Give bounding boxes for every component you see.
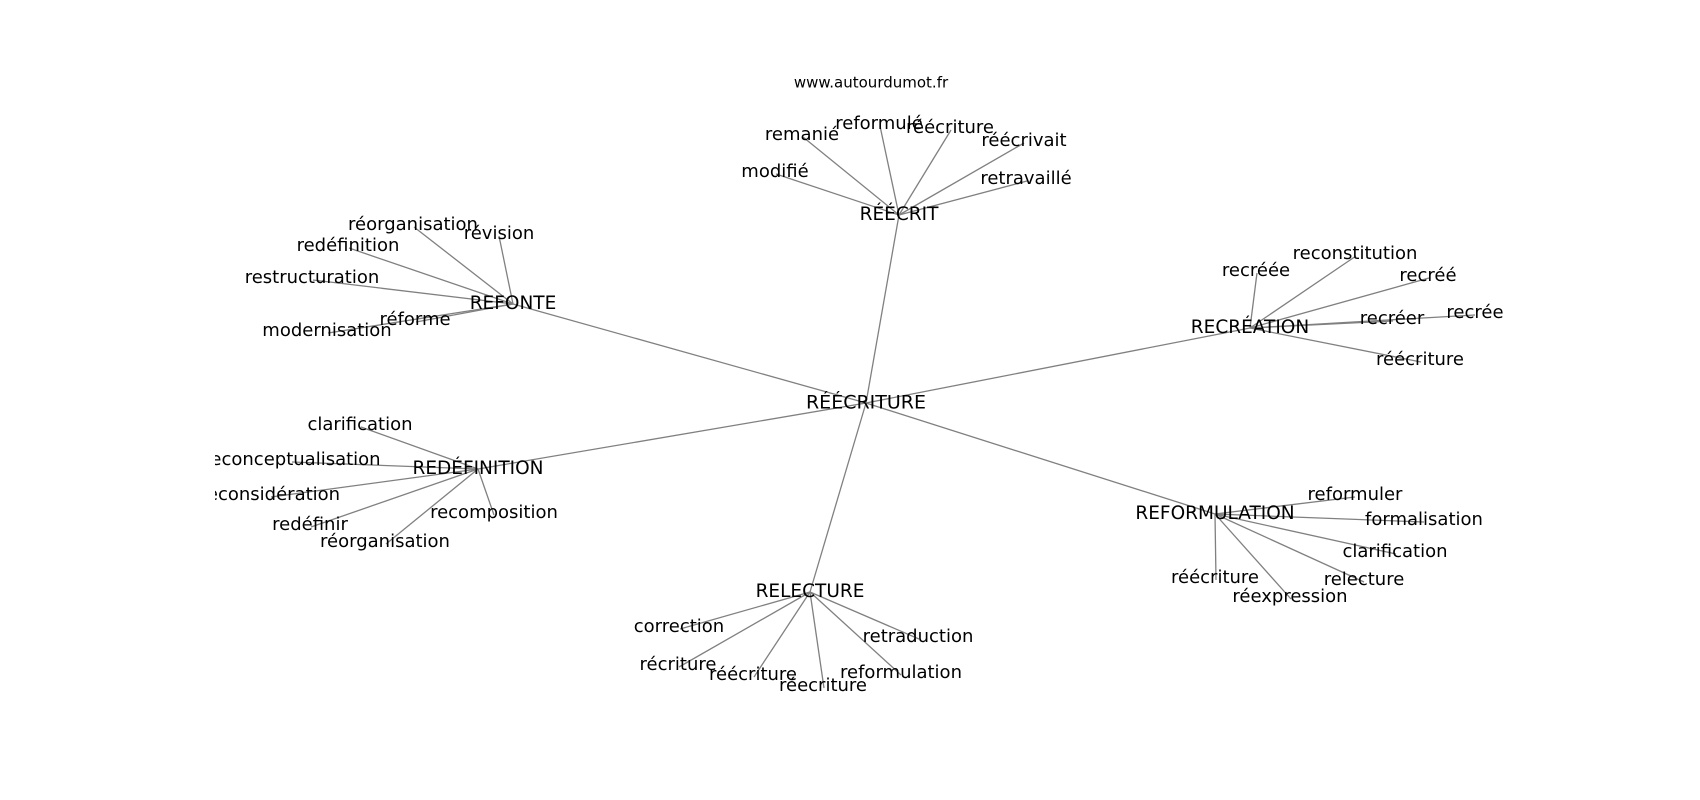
edge-center-hub <box>512 303 867 404</box>
edge-center-hub <box>865 402 1216 515</box>
leaf-node-label[interactable]: reconstitution <box>1293 243 1418 264</box>
edge-hub-leaf <box>879 125 900 216</box>
leaf-node-label[interactable]: modernisation <box>262 320 391 341</box>
edge-hub-leaf <box>898 129 952 216</box>
leaf-node-label[interactable]: redéfinition <box>297 235 400 256</box>
edge-hub-leaf <box>898 180 1028 216</box>
leaf-node-label[interactable]: formalisation <box>1365 509 1483 530</box>
edge-hub-leaf <box>327 303 514 334</box>
leaf-node-label[interactable]: réécriture <box>906 117 994 138</box>
edge-hub-leaf <box>1249 314 1476 329</box>
hub-node-label[interactable]: REFONTE <box>470 293 557 314</box>
leaf-node-label[interactable]: correction <box>634 616 724 637</box>
center-node-label[interactable]: RÉÉCRITURE <box>806 391 926 414</box>
edge-hub-leaf <box>679 591 811 630</box>
edge-hub-leaf <box>385 468 479 545</box>
edge-hub-leaf <box>809 591 825 689</box>
leaf-node-label[interactable]: recrée <box>1446 302 1503 323</box>
edge-hub-leaf <box>678 591 811 668</box>
edge-hub-leaf <box>270 468 479 498</box>
edge-hub-leaf <box>775 173 900 216</box>
edge-hub-leaf <box>1214 513 1365 583</box>
leaf-node-label[interactable]: récriture <box>640 654 717 675</box>
leaf-node-label[interactable]: clarification <box>1342 541 1447 562</box>
leaf-node-label[interactable]: reconceptualisation <box>203 449 381 470</box>
leaf-node-label[interactable]: recréer <box>1360 308 1425 329</box>
edge-hub-leaf <box>1214 513 1425 523</box>
edge-hub-leaf <box>310 468 479 528</box>
leaf-node-label[interactable]: reformulation <box>840 662 962 683</box>
leaf-node-label[interactable]: reconsidération <box>200 484 340 505</box>
edge-hub-leaf <box>477 468 495 516</box>
leaf-node-label[interactable]: reformuler <box>1308 484 1404 505</box>
edge-hub-leaf <box>809 591 920 640</box>
leaf-node-label[interactable]: retraduction <box>863 626 974 647</box>
leaf-node-label[interactable]: réforme <box>379 309 450 330</box>
leaf-node-label[interactable]: réexpression <box>1232 586 1347 607</box>
hub-node-label[interactable]: REFORMULATION <box>1135 503 1294 524</box>
site-url[interactable]: www.autourdumot.fr <box>794 74 949 92</box>
leaf-node-label[interactable]: remanié <box>765 124 839 145</box>
edge-center-hub <box>477 402 867 470</box>
leaf-node-label[interactable]: redéfinir <box>272 514 348 535</box>
edge-hub-leaf <box>753 591 811 678</box>
edge-hub-leaf <box>1214 513 1292 600</box>
leaf-node-label[interactable]: réorganisation <box>348 214 478 235</box>
labels-layer: RÉÉCRITURERÉÉCRITremaniéreformuléréécrit… <box>200 113 1504 696</box>
leaf-node-label[interactable]: recréé <box>1399 265 1456 286</box>
hub-node-label[interactable]: RECRÉATION <box>1191 316 1309 338</box>
edge-hub-leaf <box>413 226 514 305</box>
leaf-node-label[interactable]: réécriture <box>709 664 797 685</box>
edge-hub-leaf <box>498 235 514 305</box>
edge-hub-leaf <box>291 461 479 470</box>
leaf-node-label[interactable]: relecture <box>1324 569 1405 590</box>
leaf-node-label[interactable]: modifié <box>741 161 808 182</box>
edge-center-hub <box>865 327 1251 404</box>
leaf-node-label[interactable]: réécriture <box>1171 567 1259 588</box>
edge-hub-leaf <box>1214 513 1217 581</box>
leaf-node-label[interactable]: recréée <box>1222 260 1290 281</box>
leaf-node-label[interactable]: réorganisation <box>320 531 450 552</box>
edge-center-hub <box>865 214 900 404</box>
edge-hub-leaf <box>1249 277 1430 329</box>
hub-node-label[interactable]: REDÉFINITION <box>412 457 543 479</box>
edge-hub-leaf <box>1249 272 1258 329</box>
leaf-node-label[interactable]: réecriture <box>779 675 867 696</box>
leaf-node-label[interactable]: restructuration <box>245 267 380 288</box>
edge-center-hub <box>809 402 867 593</box>
edge-hub-leaf <box>809 591 902 676</box>
edge-hub-leaf <box>802 136 900 216</box>
leaf-node-label[interactable]: réécrivait <box>981 130 1066 151</box>
leaf-node-label[interactable]: retravaillé <box>980 168 1071 189</box>
leaf-node-label[interactable]: recomposition <box>430 502 558 523</box>
edge-hub-leaf <box>1249 255 1357 329</box>
edge-hub-leaf <box>1214 513 1397 555</box>
edge-hub-leaf <box>898 142 1025 216</box>
leaf-node-label[interactable]: clarification <box>307 414 412 435</box>
hub-node-label[interactable]: RELECTURE <box>756 581 865 602</box>
leaf-node-label[interactable]: réécriture <box>1376 349 1464 370</box>
edge-hub-leaf <box>348 247 514 305</box>
edge-hub-leaf <box>360 426 479 470</box>
edges-layer <box>270 125 1476 689</box>
leaf-node-label[interactable]: reformulé <box>835 113 923 134</box>
hub-node-label[interactable]: RÉÉCRIT <box>860 203 939 225</box>
edge-hub-leaf <box>1249 327 1422 363</box>
edge-hub-leaf <box>312 279 514 305</box>
edge-hub-leaf <box>1214 496 1356 515</box>
leaf-node-label[interactable]: révision <box>464 223 535 244</box>
